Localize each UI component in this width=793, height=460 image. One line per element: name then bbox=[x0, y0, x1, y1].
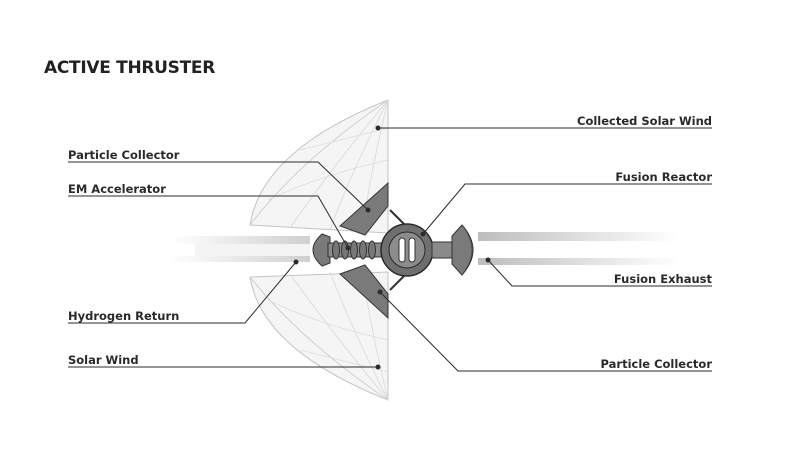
fusion-exhaust-stream bbox=[478, 232, 678, 265]
label-hydrogen-return: Hydrogen Return bbox=[68, 309, 180, 323]
label-em-accelerator: EM Accelerator bbox=[68, 182, 166, 196]
label-particle-collector-bottom: Particle Collector bbox=[600, 357, 712, 371]
hydrogen-intake-bell bbox=[312, 233, 331, 267]
label-fusion-exhaust: Fusion Exhaust bbox=[613, 272, 712, 286]
fusion-exhaust-nozzle bbox=[451, 224, 474, 276]
diagram-title: ACTIVE THRUSTER bbox=[44, 58, 216, 78]
label-solar-wind: Solar Wind bbox=[68, 353, 139, 367]
upper-particle-collector bbox=[339, 181, 389, 236]
lower-particle-collector bbox=[339, 264, 389, 320]
upper-collector-dish bbox=[249, 99, 389, 234]
lower-collector-dish bbox=[249, 269, 389, 401]
em-accelerator-coils bbox=[327, 240, 385, 260]
fusion-reactor-core bbox=[380, 223, 434, 277]
label-particle-collector-top: Particle Collector bbox=[68, 148, 180, 162]
label-collected-solar-wind: Collected Solar Wind bbox=[577, 114, 712, 128]
hydrogen-intake-stream bbox=[170, 236, 310, 262]
leader-dots bbox=[293, 125, 491, 370]
label-fusion-reactor: Fusion Reactor bbox=[615, 170, 712, 184]
leader-lines bbox=[68, 127, 712, 372]
